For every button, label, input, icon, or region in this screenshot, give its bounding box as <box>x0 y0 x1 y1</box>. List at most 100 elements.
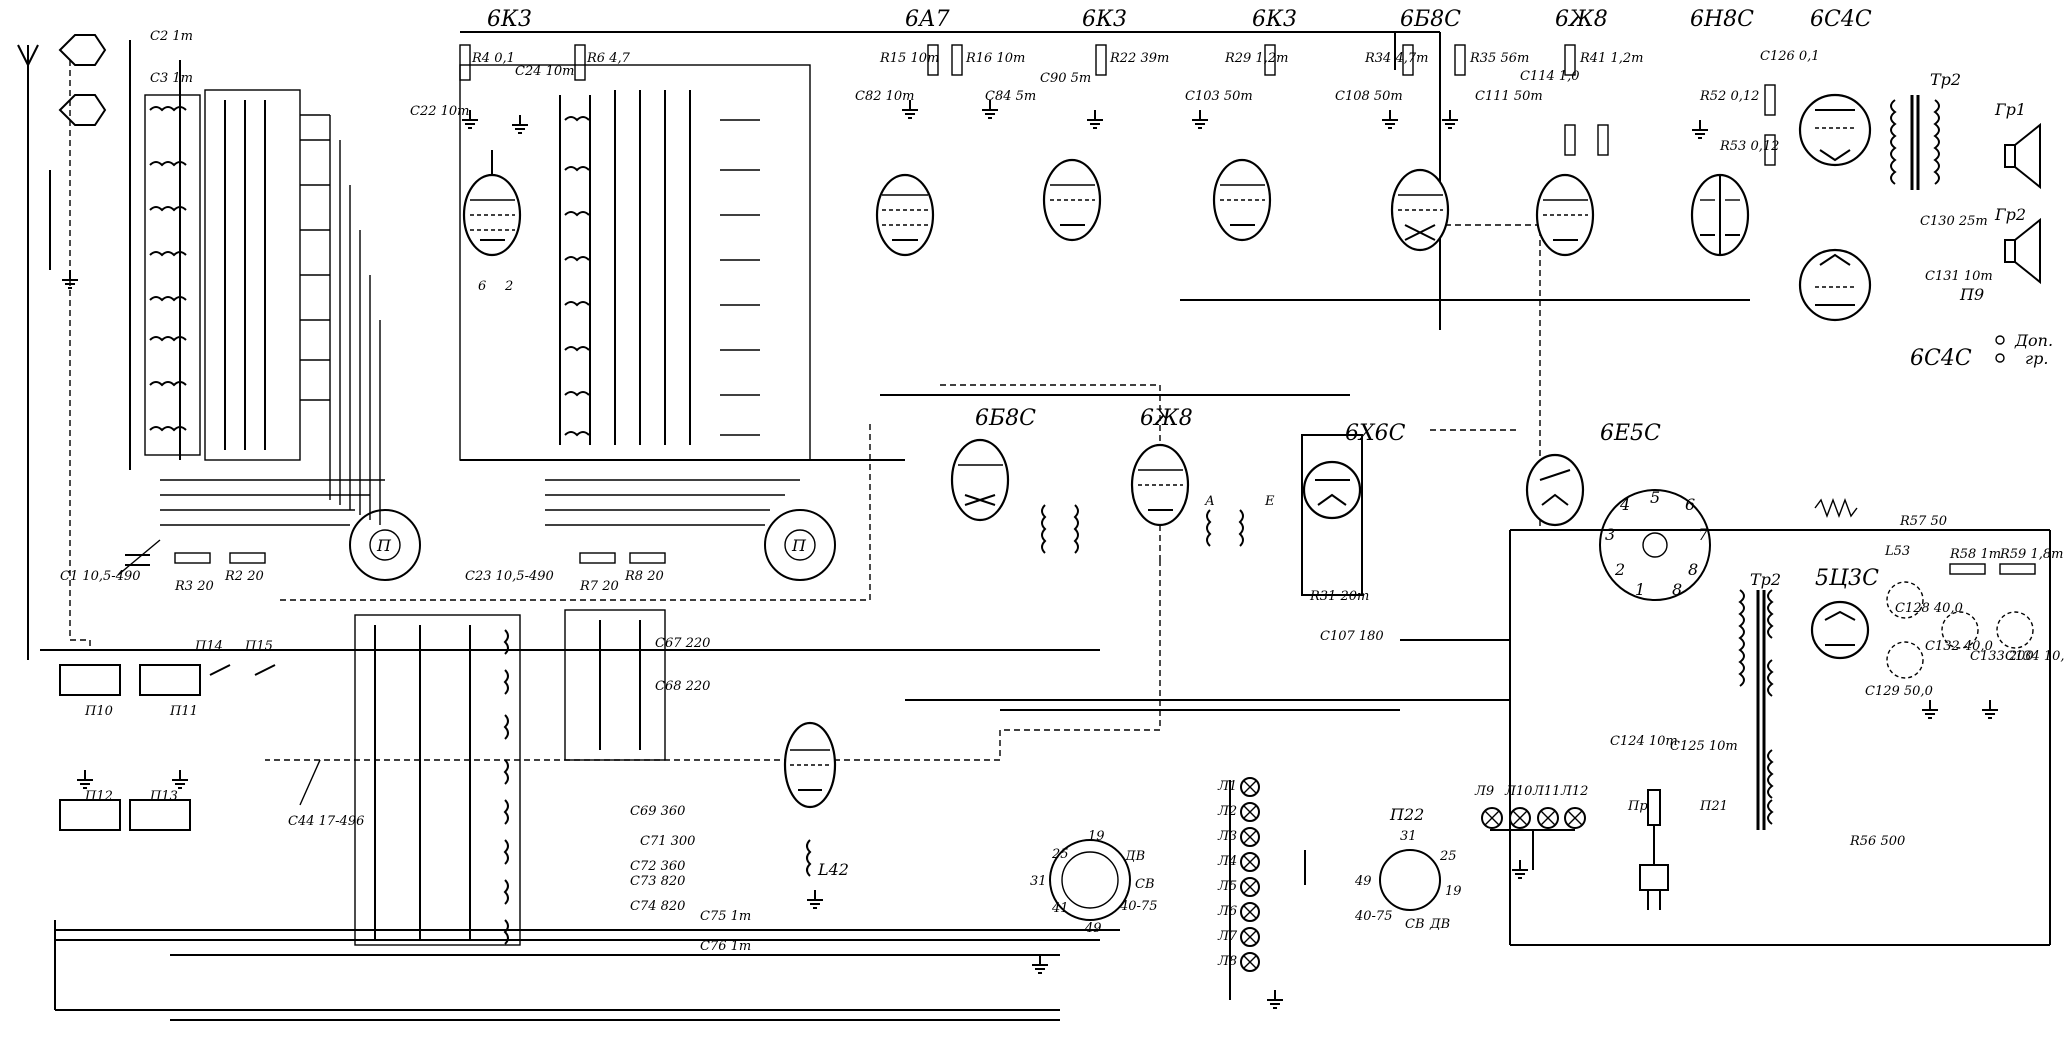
svg-text:19: 19 <box>1088 829 1105 844</box>
svg-text:Л12: Л12 <box>1560 784 1588 799</box>
label-c131: C131 10т <box>1925 269 1993 284</box>
tube-5-label: 6Б8С <box>1400 7 1461 32</box>
svg-text:R15 10т: R15 10т <box>879 51 939 66</box>
label-c3: C3 1т <box>150 71 193 86</box>
tube-8-6s4s: 6С4С <box>1798 7 1872 167</box>
main-wiring <box>40 31 2051 1021</box>
label-c114: C114 1,0 <box>1520 69 1580 84</box>
svg-text:7: 7 <box>1698 525 1709 544</box>
label-r7: R7 20 <box>579 579 619 594</box>
svg-text:ДВ: ДВ <box>1124 849 1145 864</box>
svg-text:Л2: Л2 <box>1217 804 1237 819</box>
svg-text:8: 8 <box>1672 580 1682 599</box>
svg-text:Л10: Л10 <box>1504 784 1532 799</box>
label-r58: R58 1т <box>1949 547 2001 562</box>
tube-6-6zh8: 6Ж8 R41 1,2т <box>1535 7 1643 257</box>
lamp-l2: Л2 <box>1217 802 1260 822</box>
svg-text:41: 41 <box>1051 901 1069 916</box>
label-c130: C130 25т <box>1920 214 1988 229</box>
svg-text:31: 31 <box>1030 874 1047 889</box>
svg-text:Л7: Л7 <box>1217 929 1238 944</box>
tube-14-5ts3s: 5Ц3С <box>1810 566 1879 660</box>
svg-text:Л3: Л3 <box>1217 829 1237 844</box>
label-c133: C133 200 <box>1970 649 2034 664</box>
label-c124: C124 10т <box>1610 734 1678 749</box>
svg-text:R22 39т: R22 39т <box>1109 51 1169 66</box>
tube-4-label: 6К3 <box>1252 7 1297 32</box>
svg-text:П: П <box>376 536 392 555</box>
svg-text:Е: Е <box>1264 494 1275 509</box>
label-c103: C103 50т <box>1185 89 1253 104</box>
tube-11-6zh8: 6Ж8 <box>1130 406 1193 527</box>
tube-2-label: 6А7 <box>905 7 950 32</box>
label-c107: C107 180 <box>1320 629 1384 644</box>
tube-11-label: 6Ж8 <box>1140 406 1193 431</box>
svg-text:5: 5 <box>1650 488 1660 507</box>
coil-L7 <box>149 206 187 212</box>
svg-text:С74 820: С74 820 <box>630 899 685 914</box>
filter-capacitors: C128 40,0 C129 50,0 C132 40,0 C133 200 C… <box>1865 581 2064 699</box>
svg-text:R35 56т: R35 56т <box>1469 51 1529 66</box>
lamp-l3: Л3 <box>1217 827 1260 847</box>
coil-bank-2 <box>459 64 811 461</box>
label-tr2-power: Тр2 <box>1750 570 1781 589</box>
lamp-l9: Л9 <box>1474 784 1503 829</box>
resistors-r15-r16: R15 10т R16 10т <box>879 44 1025 76</box>
tube-3-label: 6К3 <box>1082 7 1127 32</box>
svg-text:6: 6 <box>1685 495 1695 514</box>
label-ground: гр. <box>2025 349 2048 368</box>
svg-text:Л4: Л4 <box>1217 854 1237 869</box>
power-resistors: R58 1т R59 1,8т R57 50 L53 R56 500 <box>1814 498 2063 849</box>
svg-text:3: 3 <box>1605 525 1615 544</box>
label-c1: C1 10,5-490 <box>60 569 141 584</box>
label-c44: C44 17-496 <box>288 814 364 829</box>
resistor-r4: R4 0,1 <box>459 44 515 81</box>
label-c90: C90 5т <box>1040 71 1091 86</box>
label-c126: C126 0,1 <box>1760 49 1820 64</box>
svg-text:40-75: 40-75 <box>1119 899 1157 914</box>
label-l42: L42 <box>817 860 849 879</box>
svg-text:R16 10т: R16 10т <box>965 51 1025 66</box>
tube-oscillator-6a7-mini: L42 <box>783 721 849 879</box>
svg-text:П9: П9 <box>1959 285 1984 304</box>
svg-text:С76 1т: С76 1т <box>700 939 751 954</box>
output-transformer: Тр2 <box>1890 70 1961 190</box>
label-c125: C125 10т <box>1670 739 1738 754</box>
svg-text:1: 1 <box>1635 580 1645 599</box>
label-r3: R3 20 <box>174 579 214 594</box>
tube-10-6b8s: 6Б8С <box>950 406 1036 522</box>
label-c24: C24 10т <box>515 64 575 79</box>
label-c84: C84 5т <box>985 89 1036 104</box>
svg-text:R34 4,7т: R34 4,7т <box>1364 51 1428 66</box>
svg-text:19: 19 <box>1445 884 1462 899</box>
tube-2-6a7: 6А7 <box>875 7 950 257</box>
tuning-indicator-socket: 5 4 6 3 7 2 8 1 8 <box>1599 488 1711 601</box>
svg-text:П11: П11 <box>169 704 198 719</box>
label-c128: C128 40,0 <box>1895 601 1963 616</box>
coil-L2 <box>149 426 187 432</box>
indicator-lamps-row: Л9 Л10 Л11 Л12 <box>1474 784 1588 870</box>
band-switch-p8: П C23 10,5-490 R7 20 R8 20 <box>465 479 836 594</box>
label-c134: C134 10,0 <box>2005 649 2064 664</box>
speaker-gr2: Гр2 <box>1994 205 2041 285</box>
svg-text:8: 8 <box>1688 560 1698 579</box>
lamp-l8: Л8 <box>1217 952 1260 972</box>
svg-text:25: 25 <box>1439 849 1457 864</box>
lamp-l4: Л4 <box>1217 852 1260 872</box>
svg-text:R53 0,12: R53 0,12 <box>1719 139 1779 154</box>
lamp-l6: Л6 <box>1217 902 1260 922</box>
label-c111: C111 50т <box>1475 89 1543 104</box>
lamp-l11: Л11 <box>1532 784 1560 829</box>
svg-text:R29 1,2т: R29 1,2т <box>1224 51 1288 66</box>
svg-text:С68 220: С68 220 <box>655 679 710 694</box>
speaker-gr1: Гр1 <box>1994 100 2041 190</box>
tube-12-6kh6s: 6Х6С <box>1301 421 1406 596</box>
coil-L5 <box>149 296 187 302</box>
svg-text:П12: П12 <box>84 789 113 804</box>
svg-text:П15: П15 <box>244 639 273 654</box>
svg-text:4: 4 <box>1619 495 1630 514</box>
tube-10-label: 6Б8С <box>975 406 1036 431</box>
